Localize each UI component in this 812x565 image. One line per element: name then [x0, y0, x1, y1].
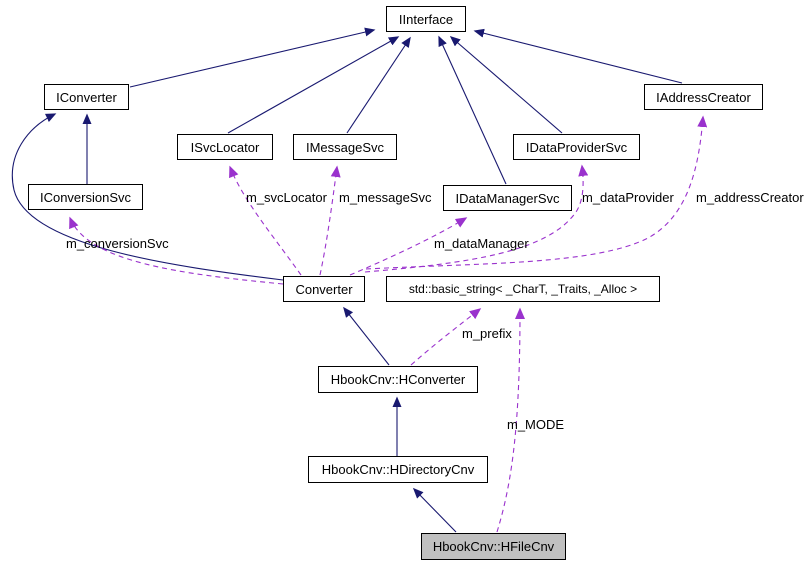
edge-idataprovidersvc-to-iinterface	[449, 36, 563, 134]
edge-idatamanagersvc-to-iinterface	[438, 35, 507, 185]
edge-label-m-dataprovider: m_dataProvider	[582, 190, 674, 205]
edge-label-m-conversionsvc: m_conversionSvc	[66, 236, 169, 251]
inheritance-edges	[11, 27, 683, 533]
edge-converter-to-iaddresscreator	[365, 115, 708, 270]
node-iaddresscreator[interactable]: IAddressCreator	[644, 84, 763, 110]
edge-isvclocator-to-iinterface	[227, 36, 400, 134]
node-idataprovidersvc[interactable]: IDataProviderSvc	[513, 134, 640, 160]
node-imessagesvc[interactable]: IMessageSvc	[293, 134, 397, 160]
edge-imessagesvc-to-iinterface	[346, 36, 411, 134]
edge-iconverter-to-iinterface	[129, 27, 376, 88]
edge-iaddresscreator-to-iinterface	[473, 28, 683, 84]
edge-label-m-svclocator: m_svcLocator	[246, 190, 327, 205]
node-isvclocator[interactable]: ISvcLocator	[177, 134, 273, 160]
edge-hfilecnv-to-hdirectorycnv	[412, 487, 457, 533]
node-converter[interactable]: Converter	[283, 276, 365, 302]
edge-label-m-datamanager: m_dataManager	[434, 236, 529, 251]
node-iconversionsvc[interactable]: IConversionSvc	[28, 184, 143, 210]
usage-edges	[69, 115, 708, 533]
edge-converter-to-iconversionsvc	[69, 216, 284, 285]
edge-hfilecnv-to-basicstring	[496, 307, 525, 533]
node-basic-string[interactable]: std::basic_string< _CharT, _Traits, _All…	[386, 276, 660, 302]
edge-hconverter-to-converter	[343, 306, 390, 366]
edge-converter-to-isvclocator	[229, 165, 302, 276]
node-iinterface[interactable]: IInterface	[386, 6, 466, 32]
edge-converter-to-idatamanagersvc	[349, 217, 468, 276]
edge-hconverter-to-basicstring	[410, 308, 482, 366]
node-hbookcnv-hdirectorycnv[interactable]: HbookCnv::HDirectoryCnv	[308, 456, 488, 483]
edge-label-m-prefix: m_prefix	[462, 326, 512, 341]
node-idatamanagersvc[interactable]: IDataManagerSvc	[443, 185, 572, 211]
node-hbookcnv-hfilecnv[interactable]: HbookCnv::HFileCnv	[421, 533, 566, 560]
edge-converter-to-idataprovidersvc	[364, 164, 589, 273]
edge-converter-to-iconverter	[11, 113, 284, 281]
edge-converter-to-imessagesvc	[319, 165, 341, 276]
edge-label-m-messagesvc: m_messageSvc	[339, 190, 432, 205]
edge-label-m-mode: m_MODE	[507, 417, 565, 432]
node-hbookcnv-hconverter[interactable]: HbookCnv::HConverter	[318, 366, 478, 393]
node-iconverter[interactable]: IConverter	[44, 84, 129, 110]
edge-label-m-addresscreator: m_addressCreator	[696, 190, 804, 205]
